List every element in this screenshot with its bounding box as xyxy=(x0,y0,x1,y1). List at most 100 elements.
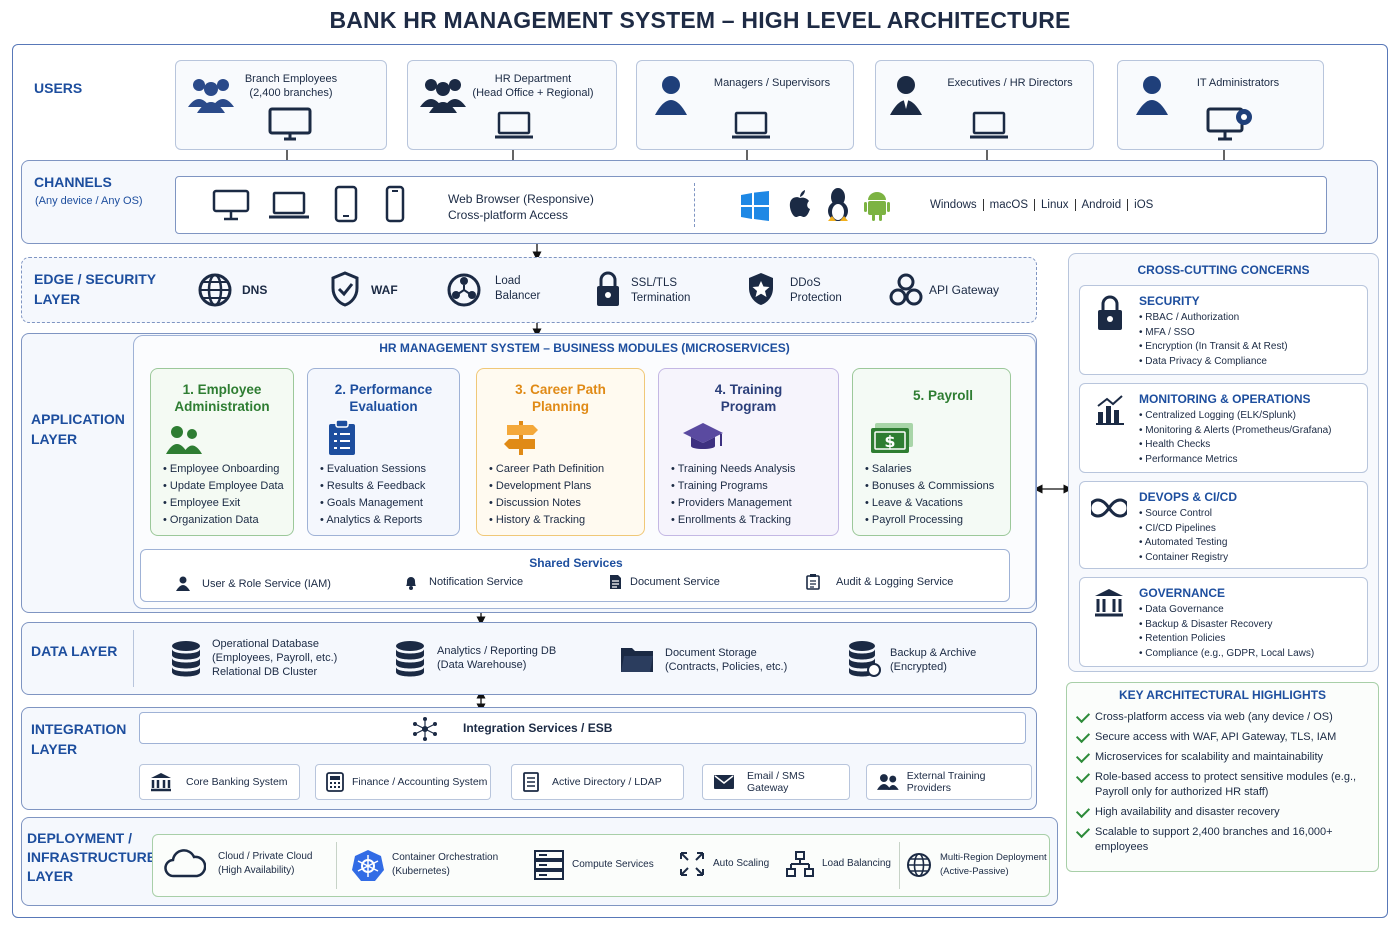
integration-active-directory[interactable]: Active Directory / LDAP xyxy=(511,764,684,800)
database-icon xyxy=(172,641,200,677)
module-item: Employee Exit xyxy=(163,495,284,512)
data-item-text: Analytics / Reporting DB xyxy=(437,645,557,657)
highlight-item: Role-based access to protect sensitive m… xyxy=(1077,770,1367,800)
cc-item: Monitoring & Alerts (Prometheus/Grafana) xyxy=(1139,424,1331,439)
cross-cutting-security: SECURITY RBAC / AuthorizationMFA / SSOEn… xyxy=(1079,285,1368,375)
monitor-gear-icon xyxy=(1206,107,1252,141)
deployment-layer-label-3: LAYER xyxy=(27,868,74,884)
data-layer-divider xyxy=(133,630,134,687)
data-item-text: (Encrypted) xyxy=(890,661,947,673)
channels-box: Web Browser (Responsive) Cross-platform … xyxy=(175,176,1327,234)
cc-item: Container Registry xyxy=(1139,551,1228,566)
backup-database-icon xyxy=(849,641,881,677)
module-item: Discussion Notes xyxy=(489,495,604,512)
deployment-sublabel: (Active-Passive) xyxy=(940,866,1009,877)
highlight-item: Scalable to support 2,400 branches and 1… xyxy=(1077,825,1362,855)
edge-layer-label: EDGE / SECURITY xyxy=(34,271,157,287)
data-item-text: Operational Database xyxy=(212,638,320,650)
tablet-icon xyxy=(334,185,358,223)
shield-check-icon xyxy=(331,271,359,307)
module-title: 3. Career Path Planning xyxy=(515,382,606,414)
page-title: BANK HR MANAGEMENT SYSTEM – HIGH LEVEL A… xyxy=(329,7,1071,33)
module-employee-administration[interactable]: 1. Employee Administration Employee Onbo… xyxy=(150,368,294,536)
calculator-icon xyxy=(326,772,344,792)
lock-icon xyxy=(597,271,619,306)
load-balancer-icon xyxy=(447,273,481,307)
load-balancing-icon xyxy=(786,851,814,877)
edge-waf-label: WAF xyxy=(371,283,398,297)
shared-service-audit: Audit & Logging Service xyxy=(836,576,954,588)
linux-icon xyxy=(828,188,848,221)
integration-layer-label-2: LAYER xyxy=(31,741,78,757)
cc-item: Compliance (e.g., GDPR, Local Laws) xyxy=(1139,647,1314,662)
module-item: Providers Management xyxy=(671,495,795,512)
edge-ssl-label-2: Termination xyxy=(631,292,691,304)
laptop-icon xyxy=(269,191,309,219)
shared-services-box: Shared Services User & Role Service (IAM… xyxy=(140,549,1010,602)
cross-cutting-title: CROSS-CUTTING CONCERNS xyxy=(1137,263,1310,277)
module-item: Results & Feedback xyxy=(320,478,426,495)
cc-item: CI/CD Pipelines xyxy=(1139,522,1228,537)
expand-arrows-icon xyxy=(680,852,704,876)
module-item: Goals Management xyxy=(320,495,426,512)
cloud-icon xyxy=(164,849,206,878)
person-icon xyxy=(1136,76,1168,115)
users-group-icon xyxy=(420,79,466,113)
module-item: Leave & Vacations xyxy=(865,495,994,512)
user-card-title: HR Department xyxy=(494,73,572,85)
cc-item: Centralized Logging (ELK/Splunk) xyxy=(1139,409,1331,424)
integration-core-banking[interactable]: Core Banking System xyxy=(139,764,300,800)
module-item: Employee Onboarding xyxy=(163,461,284,478)
laptop-icon xyxy=(732,111,770,139)
user-card-it-admins: IT Administrators xyxy=(1117,60,1324,150)
cc-item: Health Checks xyxy=(1139,438,1331,453)
highlight-item: Cross-platform access via web (any devic… xyxy=(1077,710,1377,725)
application-layer-label: APPLICATION xyxy=(31,411,125,427)
smartphone-icon xyxy=(385,185,405,223)
laptop-icon xyxy=(970,111,1008,139)
diagram-frame xyxy=(12,44,1388,918)
integration-external-training[interactable]: External Training Providers xyxy=(866,764,1032,800)
module-item: Career Path Definition xyxy=(489,461,604,478)
os-item: Windows xyxy=(930,199,977,212)
data-item-text: (Data Warehouse) xyxy=(437,659,527,671)
edge-lb-label: Load xyxy=(495,275,521,287)
deployment-cloud: Cloud / Private Cloud(High Availability) xyxy=(164,849,313,879)
highlight-item: High availability and disaster recovery xyxy=(1077,805,1377,820)
web-browser-sublabel: Cross-platform Access xyxy=(448,208,569,222)
bell-icon xyxy=(406,577,416,590)
module-item: Development Plans xyxy=(489,478,604,495)
folder-icon xyxy=(621,648,653,672)
audit-clipboard-icon xyxy=(806,574,820,590)
edge-lb-label-2: Balancer xyxy=(495,290,541,302)
graduation-cap-icon xyxy=(683,423,723,449)
module-performance-evaluation[interactable]: 2. Performance Evaluation Evaluation Ses… xyxy=(307,368,460,536)
web-browser-label: Web Browser (Responsive) xyxy=(448,192,594,206)
module-payroll[interactable]: 5. Payroll $ SalariesBonuses & Commissio… xyxy=(852,368,1011,536)
laptop-icon xyxy=(495,111,533,139)
users-group-icon xyxy=(188,79,234,113)
module-title: 1. Employee Administration xyxy=(174,382,270,414)
integration-finance[interactable]: Finance / Accounting System xyxy=(315,764,491,800)
module-career-path-planning[interactable]: 3. Career Path Planning Career Path Defi… xyxy=(476,368,645,536)
integration-system-label: Email / SMS Gateway xyxy=(746,770,805,794)
cc-item: Data Privacy & Compliance xyxy=(1139,355,1288,370)
bank-icon xyxy=(151,773,171,792)
api-gateway-icon xyxy=(889,273,923,306)
edge-security-band xyxy=(21,257,1037,323)
deployment-label: Auto Scaling xyxy=(713,858,770,869)
module-title: 2. Performance Evaluation xyxy=(334,382,433,414)
integration-system-label: Finance / Accounting System xyxy=(352,776,488,788)
money-icon: $ xyxy=(871,423,913,453)
os-item: Linux xyxy=(1041,199,1069,212)
module-item: Salaries xyxy=(865,461,994,478)
deployment-sublabel: (Kubernetes) xyxy=(392,866,450,877)
channels-sublabel: (Any device / Any OS) xyxy=(35,195,143,207)
integration-system-label: External Training Providers xyxy=(906,770,986,794)
cc-item: Data Governance xyxy=(1139,603,1314,618)
cc-item: Source Control xyxy=(1139,507,1228,522)
highlight-item: Secure access with WAF, API Gateway, TLS… xyxy=(1077,730,1377,745)
integration-email-sms[interactable]: Email / SMS Gateway xyxy=(702,764,850,800)
module-title: 4. Training Program xyxy=(714,382,783,414)
module-training-program[interactable]: 4. Training Program Training Needs Analy… xyxy=(658,368,839,536)
